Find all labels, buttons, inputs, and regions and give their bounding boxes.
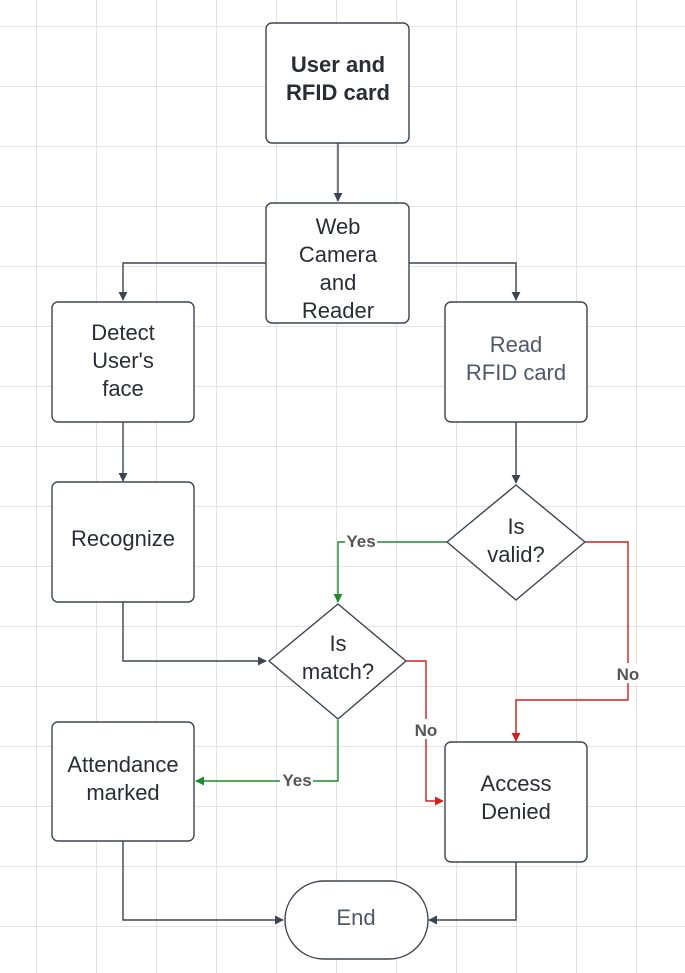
edge-denied-to-end — [428, 862, 517, 925]
node-end-line-1: End — [336, 905, 375, 930]
node-webcam-reader-line-2: Camera — [299, 242, 378, 267]
edge-label-valid-yes: Yes — [346, 532, 375, 551]
node-is-match-line-2: match? — [302, 659, 374, 684]
node-attendance-marked: Attendance marked — [51, 721, 195, 842]
node-detect-face: Detect User's face — [51, 301, 195, 423]
node-is-valid-line-2: valid? — [487, 542, 544, 567]
node-user-rfid: User and RFID card — [265, 22, 410, 144]
node-webcam-reader-line-3: and — [320, 270, 357, 295]
node-is-match: Is match? — [268, 603, 407, 720]
node-access-denied: Access Denied — [444, 741, 588, 863]
edge-recognize-to-match — [122, 602, 267, 666]
edge-match-yes — [195, 720, 339, 786]
node-end: End — [284, 880, 429, 960]
node-webcam-reader: Web Camera and Reader — [265, 202, 410, 324]
edge-attendance-to-end — [122, 841, 284, 925]
node-access-denied-line-2: Denied — [481, 799, 551, 824]
edge-label-valid-no: No — [617, 665, 640, 684]
node-recognize: Recognize — [51, 481, 195, 603]
edges — [118, 143, 629, 925]
node-detect-face-line-2: User's — [92, 348, 154, 373]
node-user-rfid-line-1: User and — [291, 52, 385, 77]
node-read-rfid: Read RFID card — [444, 301, 588, 423]
edge-label-match-yes: Yes — [282, 771, 311, 790]
edge-label-match-no: No — [415, 721, 438, 740]
node-read-rfid-line-1: Read — [490, 332, 543, 357]
node-user-rfid-line-2: RFID card — [286, 80, 390, 105]
node-recognize-line-1: Recognize — [71, 526, 175, 551]
node-attendance-line-1: Attendance — [67, 752, 178, 777]
node-webcam-reader-line-1: Web — [316, 214, 361, 239]
node-detect-face-line-1: Detect — [91, 320, 155, 345]
node-is-match-line-1: Is — [329, 631, 346, 656]
edge-webcam-to-read — [409, 262, 521, 301]
edge-webcam-to-detect — [118, 262, 266, 301]
node-is-valid: Is valid? — [446, 484, 586, 601]
edge-valid-no — [511, 541, 629, 742]
edge-labels: Yes No Yes No — [280, 531, 642, 790]
node-webcam-reader-line-4: Reader — [302, 298, 374, 323]
node-detect-face-line-3: face — [102, 376, 144, 401]
edge-valid-yes — [333, 541, 447, 603]
node-is-valid-line-1: Is — [507, 514, 524, 539]
node-attendance-line-2: marked — [86, 780, 159, 805]
node-access-denied-line-1: Access — [481, 771, 552, 796]
node-read-rfid-line-2: RFID card — [466, 360, 566, 385]
